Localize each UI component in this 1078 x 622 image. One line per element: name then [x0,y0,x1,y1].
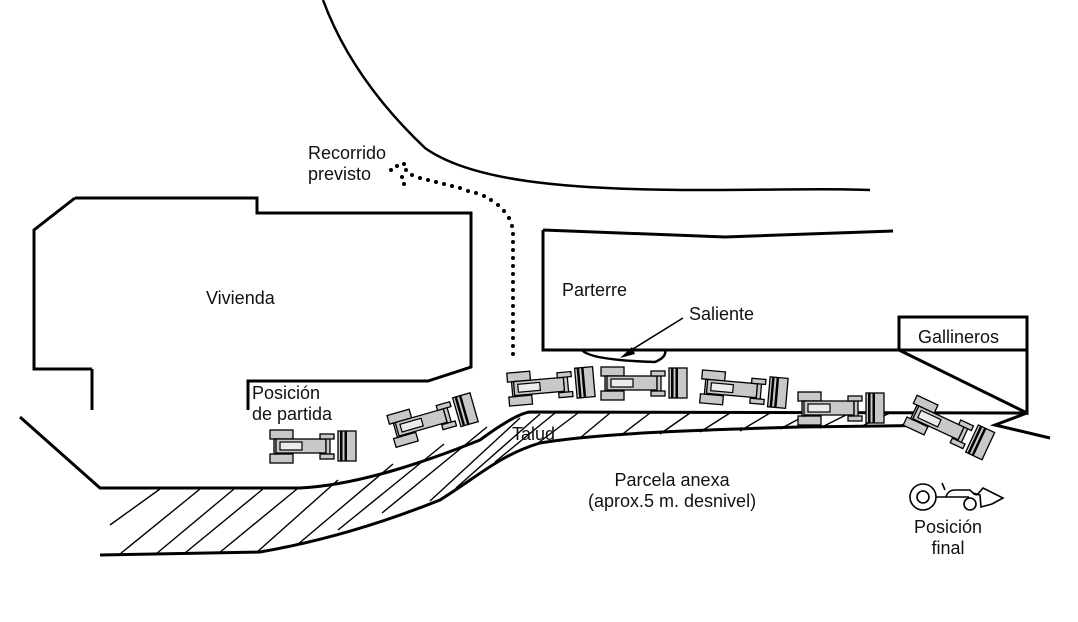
tractor-side-view-icon [909,482,1005,511]
tractor-position-3 [506,365,596,407]
talud-label: Talud [512,424,556,444]
vivienda-label: Vivienda [206,288,275,308]
recorrido-label-line1: Recorrido [308,143,387,163]
posicion-partida-line2: de partida [252,404,333,424]
posicion-final-label: Posición final [914,517,982,559]
posicion-partida-line1: Posición [252,383,321,403]
parterre-outline [541,228,1027,352]
saliente-arrowhead [620,347,635,358]
posicion-final-line1: Posición [914,517,983,537]
tractor-position-4 [600,366,688,401]
parcela-line2: (aprox.5 m. desnivel) [588,491,757,511]
saliente-bump [581,349,667,364]
road-curve [321,0,871,192]
tractor-position-1 [269,429,357,464]
parterre-label: Parterre [562,280,628,300]
saliente-arrow-line [627,317,684,353]
tractor-position-5 [699,369,789,411]
parcela-label: Parcela anexa (aprox.5 m. desnivel) [588,470,756,512]
parcela-line1: Parcela anexa [614,470,730,490]
tractor-position-7 [902,394,996,463]
posicion-partida-label: Posición de partida [252,383,332,425]
gallineros-label: Gallineros [918,327,1000,347]
gallineros-outline [897,315,1029,416]
tractor-position-6 [797,391,885,426]
talud-lower-edge [99,423,961,557]
vivienda-outline [32,196,473,410]
recorrido-label-line2: previsto [308,164,372,184]
recorrido-dotted-path [389,162,515,356]
posicion-final-line2: final [931,538,965,558]
talud-hatching [109,412,926,555]
recorrido-label: Recorrido previsto [308,143,386,185]
saliente-label: Saliente [689,304,755,324]
tractor-position-2 [386,391,480,448]
